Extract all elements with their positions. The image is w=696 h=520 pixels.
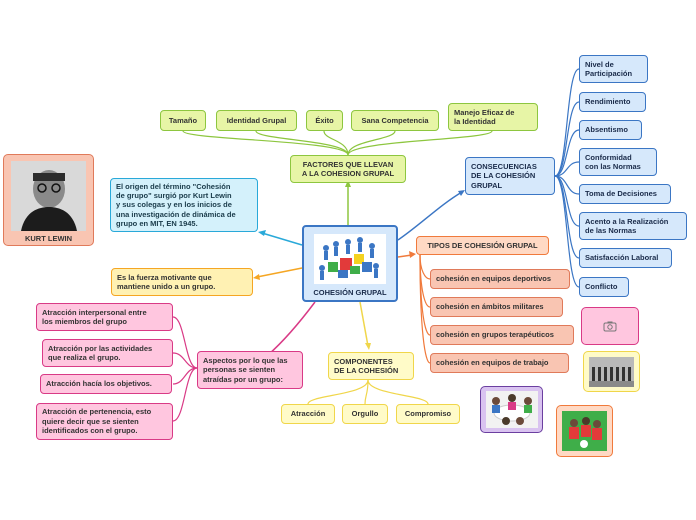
consequence-item[interactable]: Absentismo <box>579 120 642 140</box>
central-label: COHESIÓN GRUPAL <box>313 287 387 297</box>
factor-item[interactable]: Manejo Eficaz de la Identidad <box>448 103 538 131</box>
sports-team-photo[interactable] <box>556 405 613 457</box>
aspects-title[interactable]: Aspectos por lo que las personas se sien… <box>197 351 303 389</box>
consequence-item[interactable]: Rendimiento <box>579 92 646 112</box>
soldiers-image <box>589 357 634 387</box>
factor-item[interactable]: Identidad Grupal <box>216 110 297 131</box>
factor-item[interactable]: Éxito <box>306 110 343 131</box>
definition-note[interactable]: Es la fuerza motivante que mantiene unid… <box>111 268 253 296</box>
portrait-caption: KURT LEWIN <box>24 234 73 243</box>
meeting-image <box>486 391 538 428</box>
kurt-lewin-portrait[interactable]: KURT LEWIN <box>3 154 94 246</box>
consequence-item[interactable]: Nivel de Participación <box>579 55 648 83</box>
consequences-title[interactable]: CONSECUENCIAS DE LA COHESIÓN GRUPAL <box>465 157 555 195</box>
aspect-item[interactable]: Atracción interpersonal entre los miembr… <box>36 303 173 331</box>
consequence-item[interactable]: Conflicto <box>579 277 629 297</box>
component-item[interactable]: Orgullo <box>342 404 388 424</box>
factors-title[interactable]: FACTORES QUE LLEVAN A LA COHESION GRUPAL <box>290 155 406 183</box>
factor-item[interactable]: Sana Competencia <box>351 110 439 131</box>
type-item[interactable]: cohesión en grupos terapéuticos <box>430 325 574 345</box>
consequence-item[interactable]: Conformidad con las Normas <box>579 148 657 176</box>
consequence-item[interactable]: Satisfacción Laboral <box>579 248 672 268</box>
aspect-item[interactable]: Atracción por las actividades que realiz… <box>42 339 173 367</box>
consequence-item[interactable]: Toma de Decisiones <box>579 184 671 204</box>
team-work-photo[interactable] <box>480 386 543 433</box>
components-title[interactable]: COMPONENTES DE LA COHESIÓN <box>328 352 414 380</box>
type-item[interactable]: cohesión en equipos de trabajo <box>430 353 569 373</box>
consequence-item[interactable]: Acento a la Realización de las Normas <box>579 212 687 240</box>
puzzle-people-image <box>314 233 386 284</box>
portrait-photo <box>11 161 86 231</box>
component-item[interactable]: Compromiso <box>396 404 460 424</box>
aspect-item[interactable]: Atracción hacía los objetivos. <box>40 374 172 394</box>
type-item[interactable]: cohesión en ámbitos militares <box>430 297 563 317</box>
factor-item[interactable]: Tamaño <box>160 110 206 131</box>
military-photo[interactable] <box>583 351 640 392</box>
component-item[interactable]: Atracción <box>281 404 335 424</box>
players-image <box>562 411 607 451</box>
aspect-item[interactable]: Atracción de pertenencia, esto quiere de… <box>36 403 173 440</box>
camera-icon <box>603 321 617 331</box>
origin-note[interactable]: El origen del término "Cohesión de grupo… <box>110 178 258 232</box>
types-title[interactable]: TIPOS DE COHESIÓN GRUPAL <box>416 236 549 255</box>
type-item[interactable]: cohesión en equipos deportivos <box>430 269 570 289</box>
image-placeholder[interactable] <box>581 307 639 345</box>
central-topic[interactable]: COHESIÓN GRUPAL <box>302 225 398 302</box>
